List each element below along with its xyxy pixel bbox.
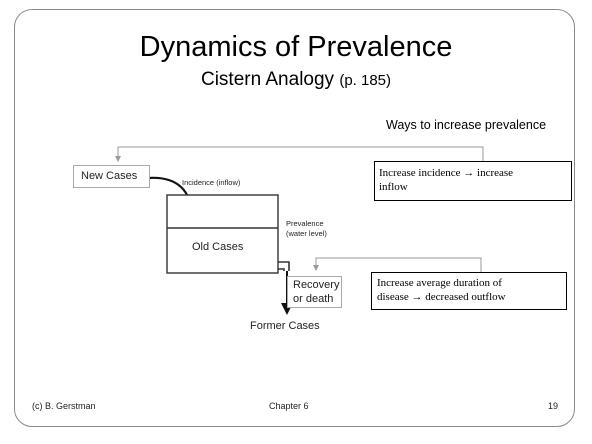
ways-label: Ways to increase prevalence (386, 118, 547, 132)
inflow-callout-line2: inflow (379, 181, 408, 193)
inflow-callout-line1: Increase incidence → increase (379, 167, 514, 179)
spigot (278, 261, 290, 271)
recovery-box: Recovery or death (287, 276, 342, 308)
recovery-label-2: or death (293, 293, 334, 305)
prevalence-label-2: (water level) (286, 229, 327, 238)
footer-page-number: 19 (548, 401, 559, 411)
new-cases-box: New Cases (73, 165, 150, 188)
page-reference: (p. 185) (339, 72, 392, 89)
footer-chapter: Chapter 6 (269, 401, 309, 411)
incidence-label: Incidence (inflow) (182, 178, 241, 187)
outflow-callout-line2: disease → decreased outflow (377, 291, 506, 303)
slide-frame (14, 9, 575, 427)
slide-title: Dynamics of Prevalence (139, 31, 453, 63)
outflow-callout-line1: Increase average duration of (377, 277, 502, 289)
inflow-callout: Increase incidence → increase inflow (374, 161, 572, 201)
slide-subtitle: Cistern Analogy (p. 185) (0, 68, 592, 93)
recovery-label-1: Recovery (293, 279, 340, 291)
cistern (166, 194, 279, 274)
former-cases-label: Former Cases (250, 320, 320, 332)
subtitle-text: Cistern Analogy (200, 69, 335, 90)
outflow-connector (313, 257, 482, 272)
new-cases-label: New Cases (81, 170, 138, 182)
footer-author: (c) B. Gerstman (32, 401, 96, 411)
inflow-connector (115, 146, 484, 162)
outflow-callout: Increase average duration of disease → d… (371, 272, 567, 310)
prevalence-label-1: Prevalence (286, 219, 324, 228)
old-cases-label: Old Cases (192, 241, 244, 253)
